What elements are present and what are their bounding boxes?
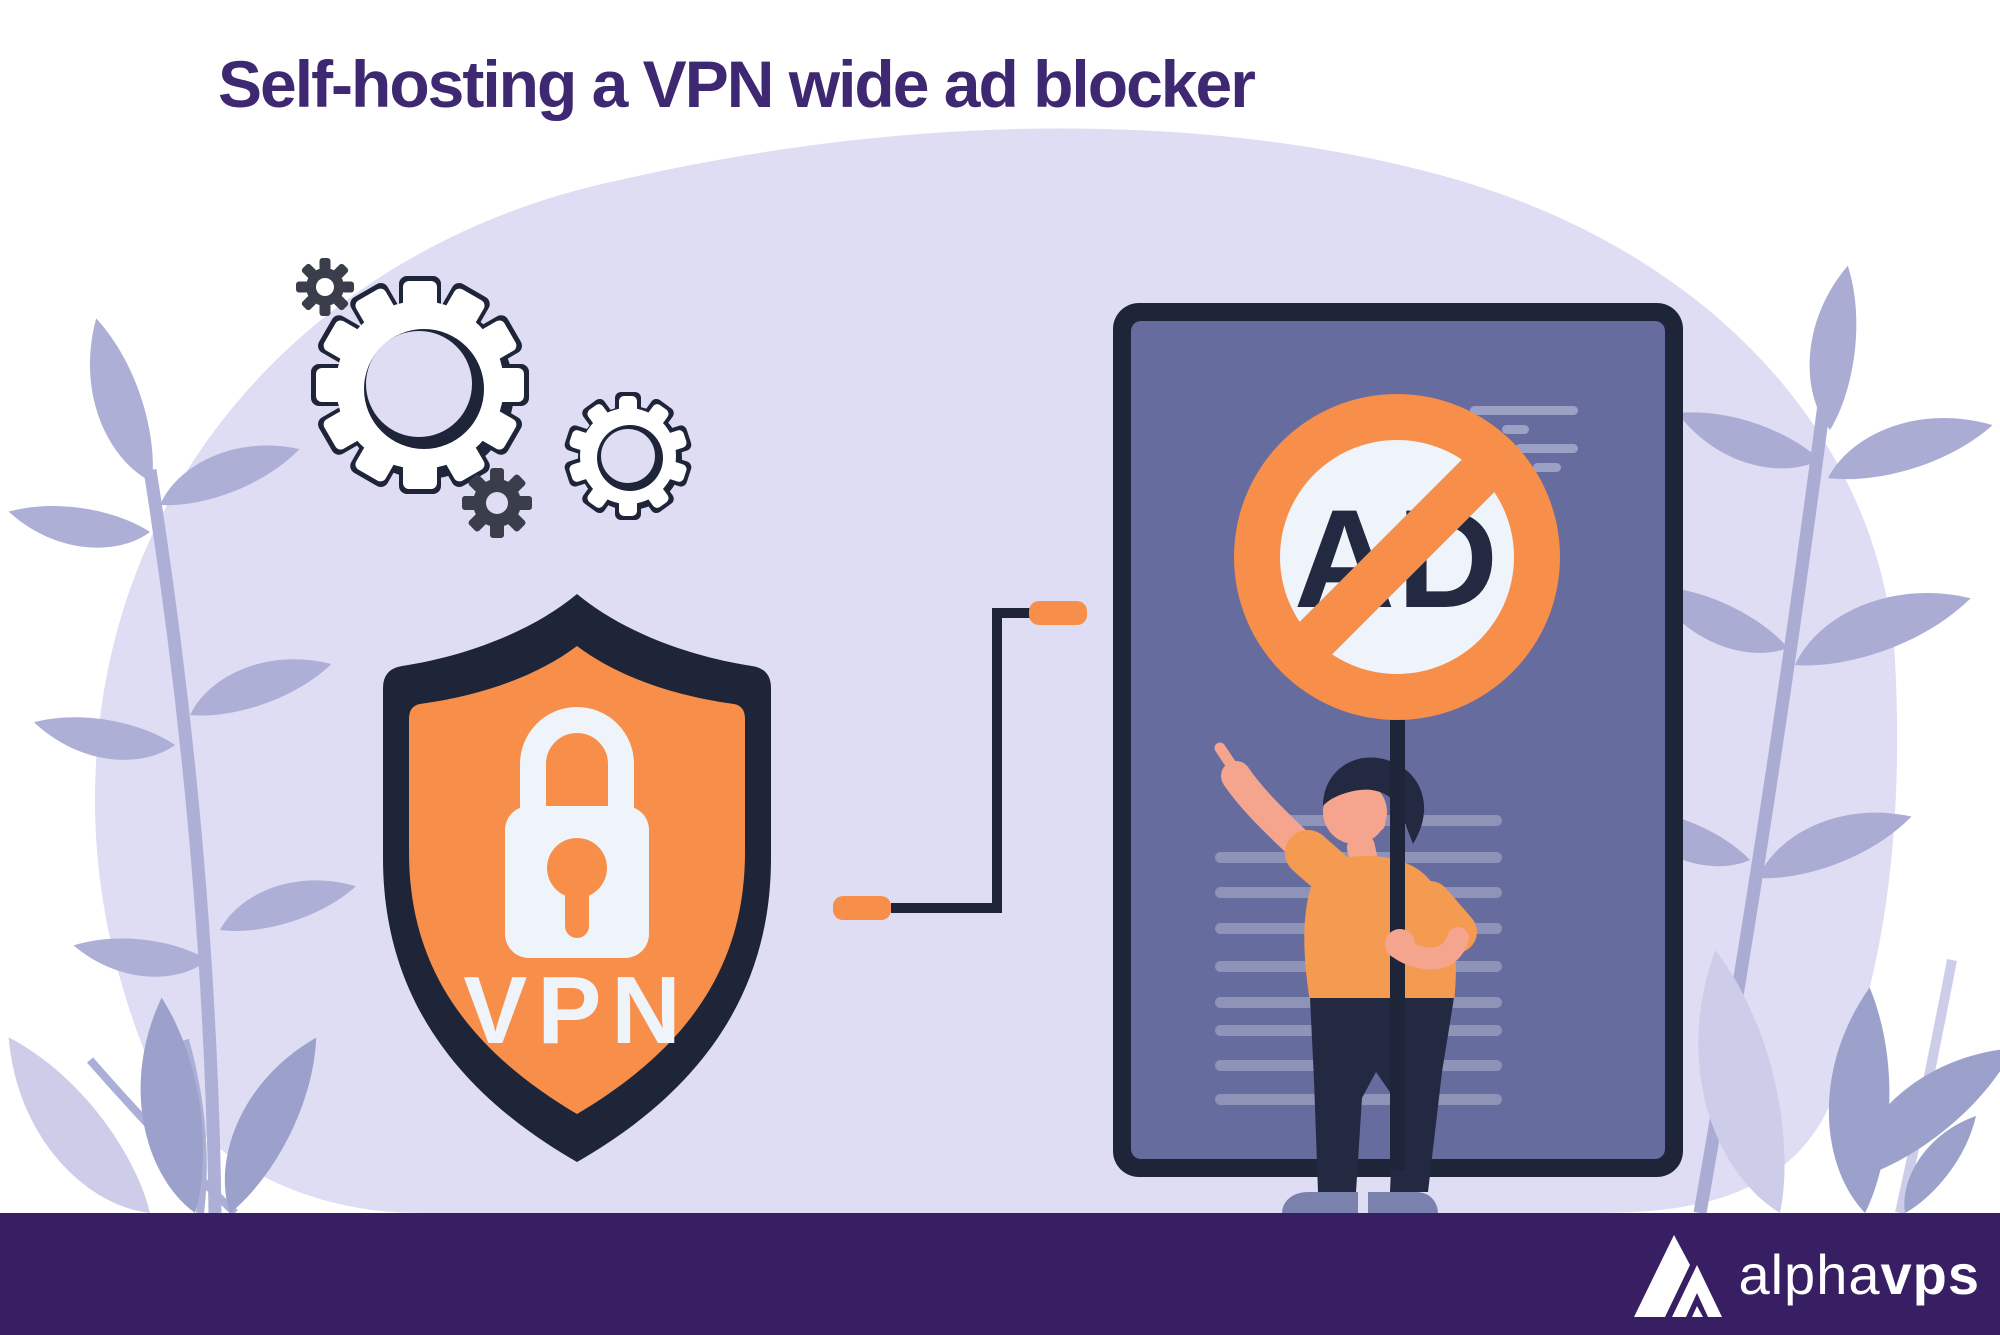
left-branch-decoration [4, 312, 361, 1214]
pants [1310, 998, 1454, 1192]
shoe-right [1368, 1192, 1438, 1214]
brand-vps: vps [1880, 1242, 1980, 1306]
page-title: Self-hosting a VPN wide ad blocker [218, 47, 1256, 121]
shirt-sleeve-left [1409, 881, 1477, 953]
gear-medium-white-icon [564, 392, 692, 520]
face [1323, 780, 1387, 844]
pointing-finger [1214, 742, 1244, 781]
alphavps-logo-mark-icon [1634, 1235, 1723, 1317]
gripping-hand [1385, 927, 1469, 970]
bottom-left-leaves-decoration [0, 995, 339, 1240]
no-ads-sign: AD [1234, 394, 1560, 1170]
vpn-shield-label: VPN [463, 957, 690, 1064]
webpage-header-lines [1470, 406, 1578, 472]
gear-small-dark-2-icon [462, 468, 532, 538]
bottom-right-leaves-decoration [1679, 943, 2000, 1223]
cable-plug-top [1029, 601, 1087, 625]
vpn-shield-icon: VPN [383, 594, 771, 1162]
connector-cable [833, 601, 1087, 920]
brand-alpha: alpha [1738, 1242, 1881, 1306]
cable-plug-bottom [833, 896, 891, 920]
gear-small-dark-icon [296, 258, 354, 316]
prohibition-slash [1267, 427, 1527, 687]
shoe-left [1282, 1192, 1358, 1214]
gear-large-white-icon [311, 276, 529, 494]
lock-icon [505, 707, 649, 958]
ear [1371, 817, 1385, 831]
